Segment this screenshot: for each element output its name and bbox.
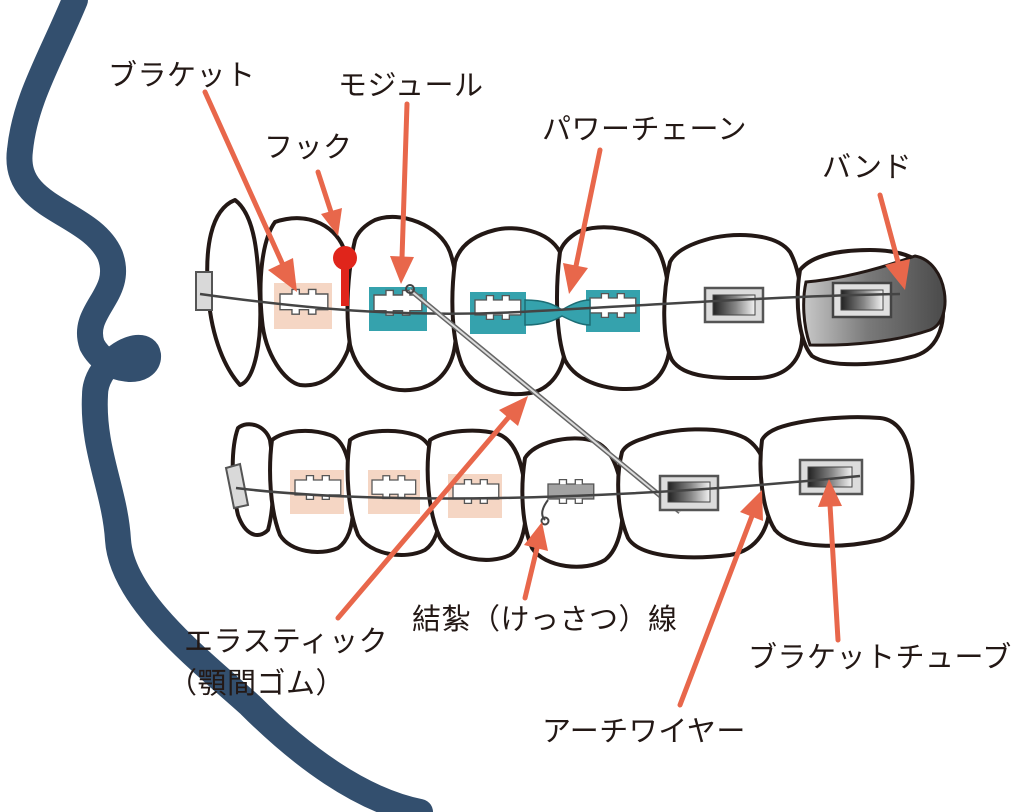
arrow-elastic	[335, 415, 511, 621]
label-band: バンド	[822, 150, 912, 184]
label-elastic-line1: エラスティック	[184, 624, 389, 658]
arrow-power-chain	[573, 147, 603, 269]
arrow-ligature	[522, 545, 540, 601]
label-arch-wire: アーチワイヤー	[542, 714, 746, 748]
label-ligature-wire: 結紮（けっさつ）線	[412, 602, 678, 636]
lower-tooth-5	[520, 436, 625, 569]
label-module: モジュール	[338, 68, 484, 102]
arrow-band	[877, 192, 901, 265]
lower-wire-end	[224, 462, 250, 510]
arrow-bracket-tube	[827, 502, 841, 643]
arrow-bracket	[202, 89, 286, 268]
upper-arch-wire	[199, 292, 901, 316]
face-profile	[6, 0, 433, 812]
ligature-wire-tie	[541, 499, 549, 521]
power-chain-link	[524, 299, 591, 326]
label-hook: フック	[264, 130, 353, 164]
hook-ball	[333, 246, 357, 270]
label-power-chain: パワーチェーン	[542, 112, 748, 146]
arrow-module	[399, 101, 410, 261]
arrow-arch-wire	[677, 513, 755, 708]
upper-tooth-1	[205, 198, 263, 387]
label-bracket-tube: ブラケットチューブ	[748, 640, 1012, 674]
arrow-hook	[315, 169, 334, 215]
label-arrows	[202, 89, 910, 708]
upper-wire-end	[195, 271, 213, 311]
lower-arch-wire	[235, 474, 861, 500]
label-bracket: ブラケット	[108, 58, 256, 92]
label-elastic-line2: （顎間ゴム）	[168, 666, 346, 700]
hook-stem	[341, 262, 349, 306]
